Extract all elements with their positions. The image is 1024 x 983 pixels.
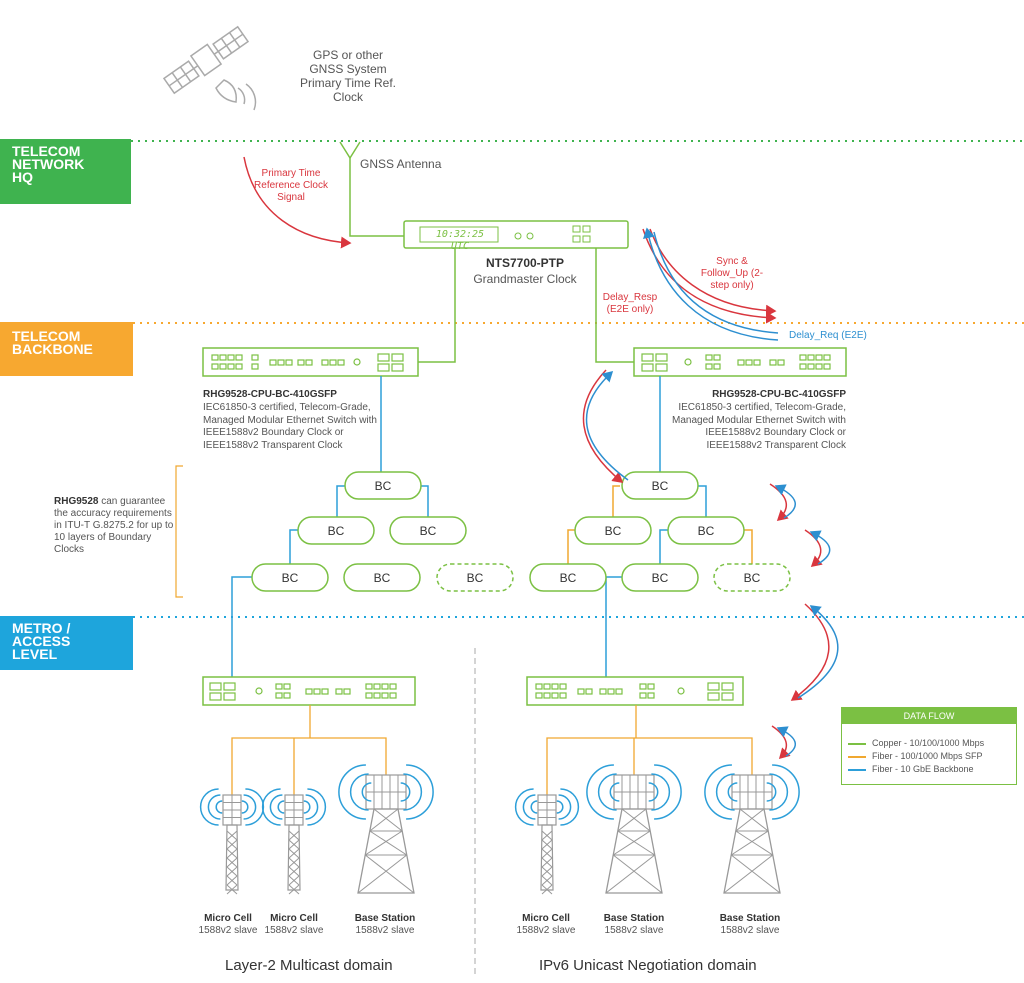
legend-label: Copper - 10/100/1000 Mbps [872, 738, 985, 748]
delay-resp-label: Delay_Resp (E2E only) [602, 292, 658, 315]
bc-label: BC [651, 571, 669, 585]
link-gm-left-switch [418, 248, 456, 363]
endpoint-name: Base Station [719, 913, 781, 924]
legend-label: Fiber - 100/1000 Mbps SFP [872, 751, 983, 761]
legend-title: DATA FLOW [842, 708, 1016, 724]
bc-label: BC [327, 524, 345, 538]
gm-desc: Grandmaster Clock [473, 272, 577, 286]
gnss-antenna-label: GNSS Antenna [360, 157, 442, 171]
link-gm-right-switch [595, 248, 634, 363]
endpoint-name: Base Station [603, 913, 665, 924]
accuracy-note: RHG9528 can guarantee the accuracy requi… [54, 496, 176, 556]
metro-switch-left-device [202, 676, 416, 706]
band-hq-label: TELECOM NETWORK HQ [12, 143, 85, 185]
antenna-cable [349, 158, 417, 237]
endpoint-base-station-1: Base Station 1588v2 slave [346, 913, 424, 937]
gnss-system-label: GPS or other GNSS System Primary Time Re… [300, 48, 397, 104]
hop-arrow [797, 605, 839, 699]
gnss-antenna-icon [339, 141, 361, 160]
switch-left-device [202, 347, 419, 377]
band-metro-label: METRO / ACCESS LEVEL [12, 620, 71, 662]
hop-arrow [776, 726, 796, 757]
endpoint-role: 1588v2 slave [264, 925, 324, 936]
band-telecom-backbone: TELECOM BACKBONE [0, 322, 133, 376]
endpoint-role: 1588v2 slave [198, 925, 258, 936]
switch-left-desc: IEC61850-3 certified, Telecom-Grade, Man… [203, 402, 377, 451]
micro-cell-tower-icon [199, 788, 265, 895]
hop-arrow [809, 530, 831, 565]
bc-label: BC [697, 524, 715, 538]
bc-label: BC [419, 524, 437, 538]
towers-layer [199, 764, 800, 895]
switch-right-desc: IEC61850-3 certified, Telecom-Grade, Man… [672, 402, 846, 451]
hop-arrow [582, 369, 624, 483]
legend-item-fiber-10g: Fiber - 10 GbE Backbone [842, 763, 1016, 775]
bc-label: BC [466, 571, 484, 585]
hop-arrow [585, 370, 629, 481]
hop-arrow [804, 529, 823, 567]
domain-label-left: Layer-2 Multicast domain [225, 957, 393, 974]
bc-label: BC [374, 479, 392, 493]
sync-followup-label: Sync & Follow_Up (2-step only) [700, 256, 764, 291]
base-station-tower-icon [586, 764, 682, 894]
endpoint-micro-cell-1: Micro Cell 1588v2 slave [192, 913, 264, 937]
bc-label: BC [281, 571, 299, 585]
bc-label: BC [373, 571, 391, 585]
switch-right-model: RHG9528-CPU-BC-410GSFP [712, 389, 846, 400]
endpoint-role: 1588v2 slave [604, 925, 664, 936]
micro-cell-tower-icon [514, 788, 580, 895]
right-tree-links-fiber [567, 485, 753, 564]
legend-item-fiber-sfp: Fiber - 100/1000 Mbps SFP [842, 750, 1016, 762]
delay-req-label: Delay_Req (E2E) [789, 330, 867, 341]
grandmaster-clock-device [403, 220, 629, 249]
base-station-tower-icon [704, 764, 800, 894]
endpoint-name: Micro Cell [270, 913, 318, 924]
bc-nodes [251, 471, 791, 592]
bc-label: BC [743, 571, 761, 585]
satellite-icon [162, 25, 257, 111]
bc-label: BC [559, 571, 577, 585]
accuracy-note-text: can guarantee the accuracy requirements … [54, 496, 174, 555]
endpoint-micro-cell-2: Micro Cell 1588v2 slave [258, 913, 330, 937]
endpoint-role: 1588v2 slave [720, 925, 780, 936]
left-tree-links [231, 376, 429, 680]
switch-right-device [633, 347, 847, 377]
band-telecom-network-hq: TELECOM NETWORK HQ [0, 139, 131, 204]
gm-display-readout: 10:32:25 UTC [435, 229, 485, 252]
hop-arrows [582, 369, 839, 760]
micro-cell-tower-icon [261, 788, 327, 895]
bc-label: BC [604, 524, 622, 538]
gm-model: NTS7700-PTP [485, 256, 565, 270]
ptp-message-arrows [642, 227, 779, 341]
primary-signal-label: Primary Time Reference Clock Signal [254, 168, 328, 203]
accuracy-bracket [175, 465, 183, 598]
primary-signal-arrow [243, 156, 352, 249]
accuracy-note-product: RHG9528 [54, 496, 99, 507]
domain-label-right: IPv6 Unicast Negotiation domain [539, 957, 757, 974]
endpoint-name: Base Station [354, 913, 416, 924]
endpoint-base-station-3: Base Station 1588v2 slave [711, 913, 789, 937]
endpoint-role: 1588v2 slave [355, 925, 415, 936]
hop-arrow [769, 483, 789, 522]
hop-arrow [771, 725, 791, 760]
endpoint-name: Micro Cell [204, 913, 252, 924]
endpoint-role: 1588v2 slave [516, 925, 576, 936]
metro-switch-right-device [526, 676, 744, 706]
access-links [231, 705, 753, 795]
endpoint-name: Micro Cell [522, 913, 570, 924]
band-metro-access: METRO / ACCESS LEVEL [0, 616, 133, 670]
band-backbone-label: TELECOM BACKBONE [12, 328, 93, 357]
legend-item-copper: Copper - 10/100/1000 Mbps [842, 737, 1016, 749]
endpoint-micro-cell-3: Micro Cell 1588v2 slave [510, 913, 582, 937]
endpoint-base-station-2: Base Station 1588v2 slave [595, 913, 673, 937]
bc-label: BC [651, 479, 669, 493]
legend-label: Fiber - 10 GbE Backbone [872, 764, 974, 774]
base-station-tower-icon [338, 764, 434, 894]
hop-arrow [790, 603, 830, 701]
switch-left-model: RHG9528-CPU-BC-410GSFP [203, 389, 337, 400]
data-flow-legend: DATA FLOW Copper - 10/100/1000 Mbps Fibe… [841, 707, 1017, 785]
hop-arrow [774, 484, 796, 519]
